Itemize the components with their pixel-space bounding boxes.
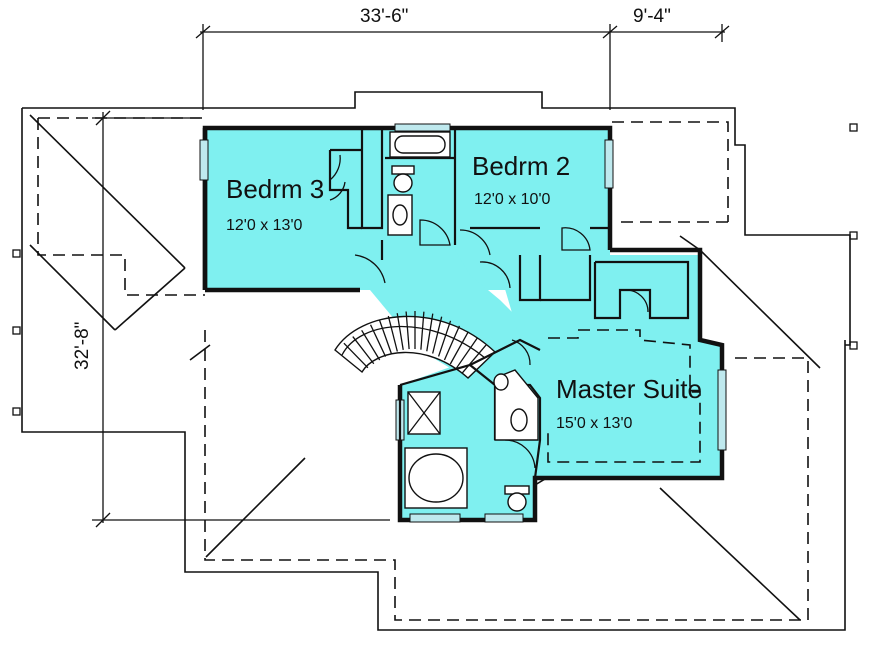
bedroom2-name: Bedrm 2 [472,151,570,181]
stair-tread [461,344,487,374]
stair-tread [437,320,452,357]
door-swings [329,154,649,469]
master-ceiling-outline [547,329,701,463]
overall-depth-label: 32'-8" [72,322,93,370]
stair-tread [455,337,478,369]
stair-tread [426,313,434,352]
shower-master [407,391,441,435]
bedroom3-name: Bedrm 3 [226,174,324,204]
master-suite-name: Master Suite [556,374,702,404]
stair-tread [443,325,461,361]
stair-tread [352,336,375,365]
stair-tread [420,311,425,350]
bedroom3-size: 12'0 x 13'0 [226,217,302,234]
stair-tread [432,316,443,354]
master-suite-size: 15'0 x 13'0 [556,415,632,432]
stair-tread [369,324,387,357]
stair-tread [405,311,410,350]
overall-width-label: 33'-6" [360,6,408,27]
stair-tread [449,331,469,365]
bathtub-upper [389,131,451,158]
bathtub-master [404,447,468,509]
stair-tread [378,319,393,354]
vanity-master [493,369,539,441]
floor-fill [205,128,720,518]
toilet-master [504,485,530,512]
sink-upper [387,194,413,236]
dimension-lines [92,24,730,528]
bedroom2-size: 12'0 x 10'0 [474,191,550,208]
toilet-upper [391,165,415,193]
stair-tread [396,313,404,351]
roof-outline [12,91,858,631]
extension-width-label: 9'-4" [633,6,671,27]
stair-tread [387,315,398,352]
stair-tread [361,329,381,361]
